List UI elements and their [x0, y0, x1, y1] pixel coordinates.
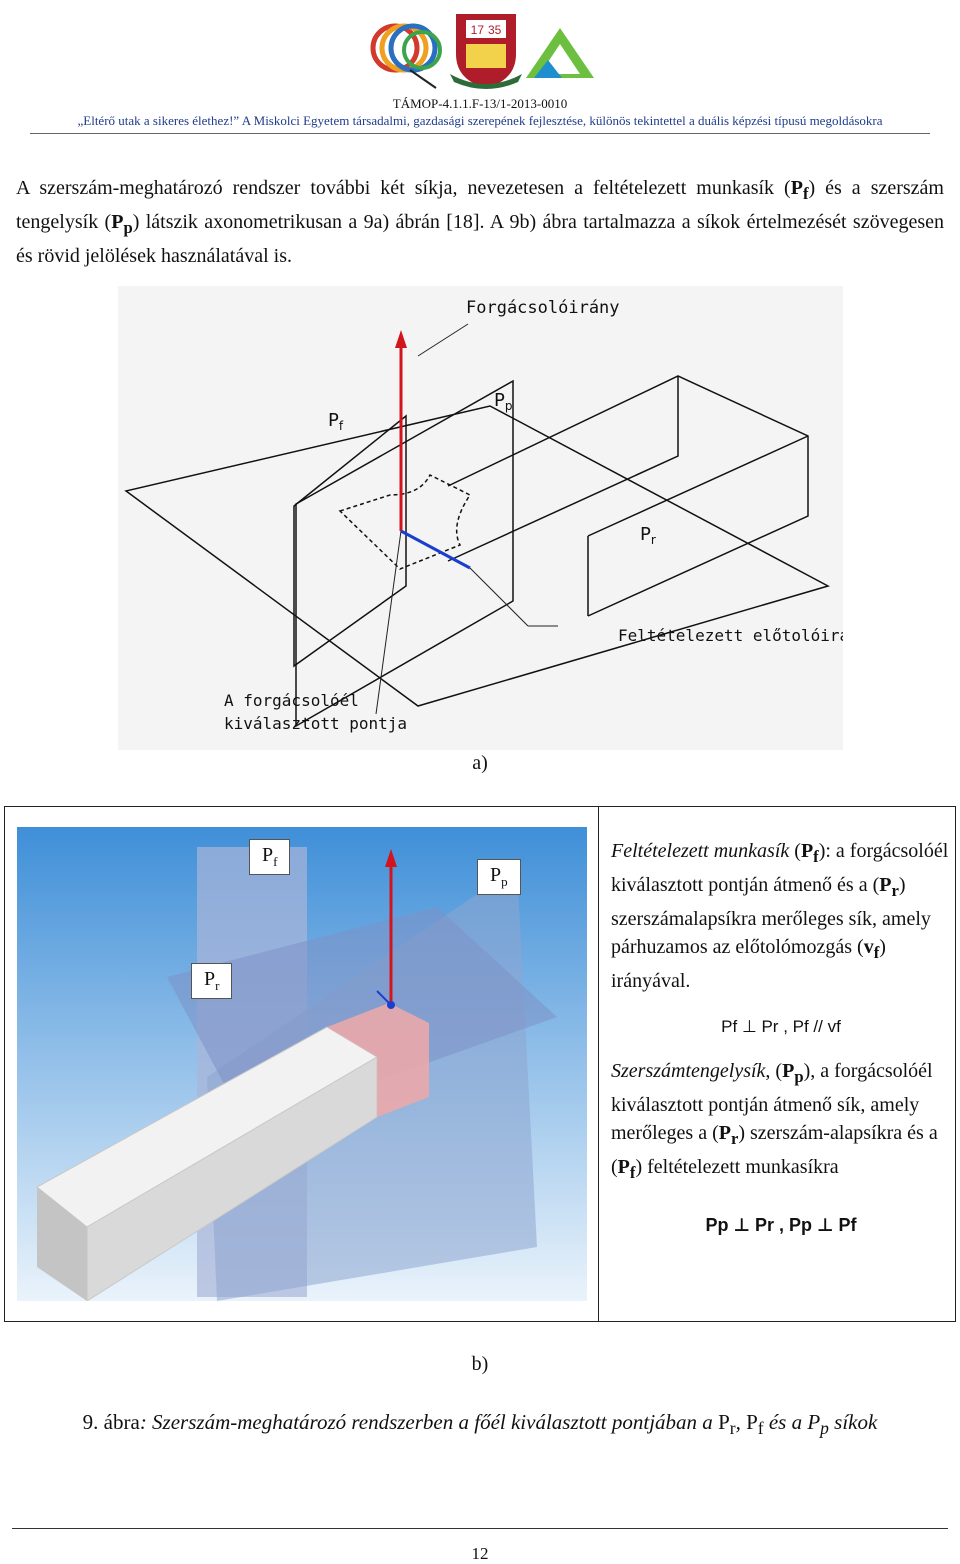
figure-b-caption: b)	[471, 1353, 489, 1375]
green-triangle-logo-icon	[526, 28, 594, 78]
label-pf: Pf	[328, 410, 344, 433]
table-divider	[598, 807, 599, 1321]
label-point-line2: kiválasztott pontja	[224, 714, 407, 733]
definitions-column: Feltételezett munkasík (Pf): a forgácsol…	[611, 837, 951, 1239]
label-point-line1: A forgácsolóél	[224, 691, 359, 710]
page-number: 12	[471, 1544, 489, 1563]
pf-definition: Feltételezett munkasík (Pf): a forgácsol…	[611, 840, 949, 992]
figure-b-table: Pf Pp Pr Feltételezett munkasík (Pf): a …	[4, 806, 956, 1322]
pp-definition: Szerszámtengelysík, (Pp), a forgácsolóél…	[611, 1060, 938, 1182]
tool-shank	[338, 375, 809, 617]
faces-logo-icon	[370, 23, 442, 89]
figure-caption: 9. ábra: Szerszám-meghatározó rendszerbe…	[82, 1410, 878, 1439]
figure-b-3d-render	[17, 827, 587, 1301]
project-code: TÁMOP-4.1.1.F-13/1-2013-0010	[392, 96, 568, 111]
formula-pp: Pp ⊥ Pr , Pp ⊥ Pf	[705, 1215, 857, 1235]
label-pr: Pr	[640, 524, 656, 547]
pr-plane	[124, 405, 830, 707]
header-divider	[30, 133, 930, 134]
label-elotoloirany: Feltételezett előtolóirány	[618, 626, 843, 645]
label-pr: Pr	[191, 963, 233, 999]
label-pp: Pp	[494, 390, 512, 413]
label-pf: Pf	[249, 839, 291, 875]
tool-tip	[327, 1003, 429, 1117]
project-title: „Eltérő utak a sikeres élethez!” A Misko…	[77, 113, 883, 128]
formula-pf: Pf ⊥ Pr , Pf // vf	[721, 1017, 841, 1036]
footer-divider	[12, 1528, 948, 1529]
label-forgacsoloirany: Forgácsolóirány	[466, 298, 620, 318]
figure-a-caption: a)	[472, 752, 488, 774]
pp-plane	[295, 379, 514, 728]
figure-a-axonometric: Forgácsolóirány Pf Pp Pr Feltételezett e…	[118, 286, 843, 750]
feed-direction-arrow	[400, 529, 471, 570]
intro-paragraph: A szerszám-meghatározó rendszer további …	[16, 177, 944, 267]
pf-plane	[293, 414, 407, 668]
label-pp: Pp	[477, 859, 521, 895]
